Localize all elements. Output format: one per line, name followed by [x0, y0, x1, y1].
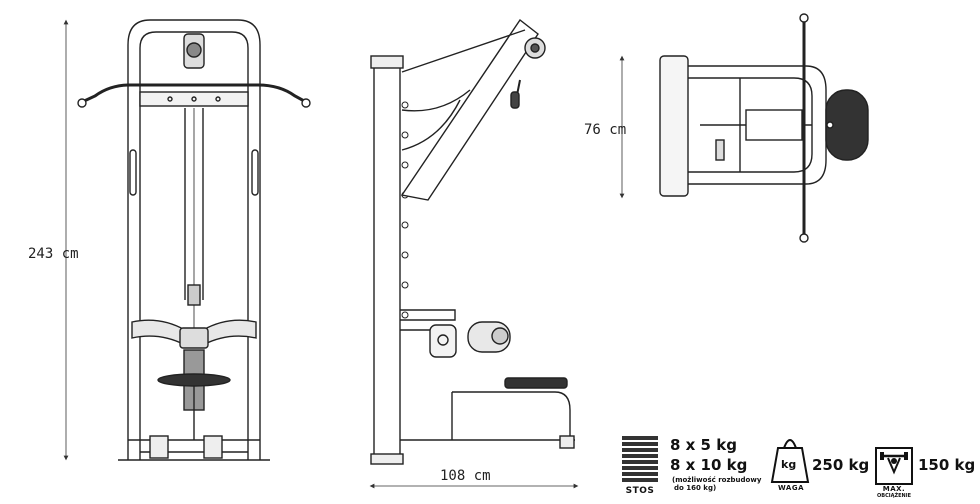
kettlebell-weight-icon: [770, 439, 810, 483]
side-view-drawing: [370, 18, 575, 465]
max-load-label-line-2: OBCIĄŻENIE: [877, 493, 911, 499]
top-view-drawing: [659, 13, 869, 243]
max-load-value: 150 kg: [918, 456, 976, 474]
machine-weight-value: 250 kg: [812, 456, 870, 474]
stack-line-2: 8 x 10 kg: [670, 456, 748, 474]
weight-label: WAGA: [778, 484, 804, 492]
max-load-label-line-1: MAX.: [882, 485, 906, 493]
front-view-drawing: [77, 19, 311, 461]
length-dimension-label: 108 cm: [440, 468, 491, 484]
stack-note-line-2: do 160 kg): [674, 484, 717, 492]
stack-label: STOS: [625, 486, 655, 496]
weight-stack-icon: [622, 436, 658, 482]
weight-icon-text: kg: [781, 458, 797, 471]
stack-note-line-1: (możliwość rozbudowy: [672, 476, 762, 484]
height-dimension-label: 243 cm: [28, 246, 79, 262]
stack-line-1: 8 x 5 kg: [670, 436, 737, 454]
width-dimension-label: 76 cm: [584, 122, 627, 138]
max-load-lifter-icon: [875, 447, 913, 485]
